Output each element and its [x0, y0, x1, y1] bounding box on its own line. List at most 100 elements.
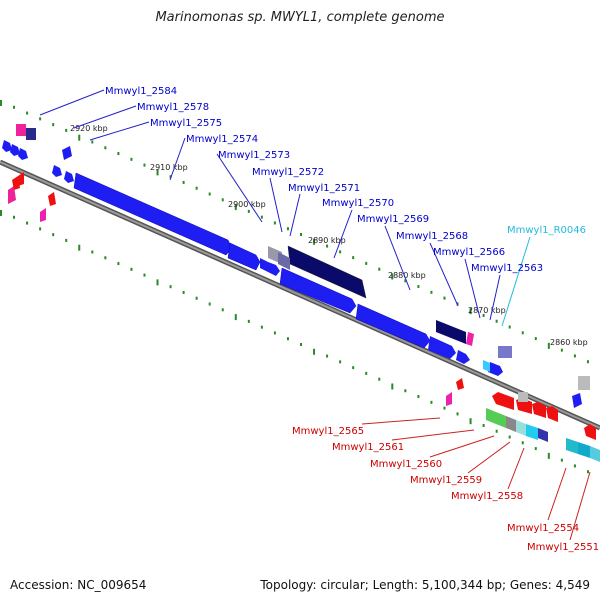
- tick-mark: [156, 279, 159, 286]
- gene-arrow[interactable]: [355, 303, 431, 349]
- gene-arrow[interactable]: [532, 402, 546, 418]
- gene-label[interactable]: Mmwyl1_2560: [370, 459, 442, 470]
- tick-mark: [404, 389, 407, 393]
- tick-mark: [508, 435, 511, 439]
- gene-label[interactable]: Mmwyl1_2561: [332, 442, 404, 453]
- gene-arrow[interactable]: [10, 144, 20, 156]
- gene-box[interactable]: [16, 124, 26, 136]
- gene-label[interactable]: Mmwyl1_2551: [527, 542, 599, 553]
- gene-arrow[interactable]: [64, 171, 74, 183]
- tick-mark: [300, 343, 302, 346]
- gene-box[interactable]: [466, 332, 474, 346]
- gene-arrow[interactable]: [488, 362, 503, 376]
- tick-mark: [573, 354, 576, 358]
- tick-mark: [339, 250, 342, 254]
- tick-mark: [221, 198, 224, 202]
- tick-mark: [247, 319, 250, 323]
- gene-box[interactable]: [506, 416, 516, 432]
- gene-box[interactable]: [578, 376, 590, 390]
- gene-label[interactable]: Mmwyl1_2563: [471, 263, 543, 274]
- scale-label: 2890 kbp: [308, 236, 346, 245]
- gene-label[interactable]: Mmwyl1_2573: [218, 150, 290, 161]
- gene-arrow[interactable]: [546, 406, 558, 422]
- gene-arrow[interactable]: [227, 242, 261, 271]
- reverse-genes: [8, 172, 600, 462]
- tick-mark: [78, 134, 81, 141]
- gene-box[interactable]: [26, 128, 36, 140]
- gene-box[interactable]: [518, 392, 528, 402]
- gene-label[interactable]: Mmwyl1_2572: [252, 167, 324, 178]
- gene-label[interactable]: Mmwyl1_2568: [396, 231, 468, 242]
- gene-arrow[interactable]: [73, 172, 233, 256]
- gene-arrow[interactable]: [446, 392, 452, 406]
- gene-arrow[interactable]: [483, 360, 490, 372]
- genome-backbone: [0, 159, 600, 431]
- tick-mark: [169, 285, 172, 289]
- gene-box[interactable]: [578, 442, 590, 458]
- leader-line: [169, 137, 186, 181]
- gene-label[interactable]: Mmwyl1_2559: [410, 475, 482, 486]
- gene-label[interactable]: Mmwyl1_2569: [357, 214, 429, 225]
- gene-label[interactable]: Mmwyl1_2570: [322, 198, 394, 209]
- gene-arrow[interactable]: [18, 148, 28, 160]
- gene-arrow[interactable]: [52, 165, 62, 177]
- tick-mark: [456, 412, 459, 416]
- rna-label[interactable]: Mmwyl1_R0046: [507, 225, 586, 236]
- gene-arrow[interactable]: [48, 192, 56, 206]
- leader-line: [501, 236, 531, 327]
- gene-arrow[interactable]: [260, 258, 268, 272]
- gene-arrow[interactable]: [456, 378, 464, 390]
- tick-mark: [91, 250, 94, 254]
- gene-label[interactable]: Mmwyl1_2566: [433, 247, 505, 258]
- leader-line: [89, 121, 150, 141]
- gene-label[interactable]: Mmwyl1_2554: [507, 523, 579, 534]
- gene-label[interactable]: Mmwyl1_2575: [150, 118, 222, 129]
- leader-line: [507, 447, 525, 490]
- gene-box[interactable]: [278, 252, 290, 270]
- tick-mark: [443, 406, 446, 410]
- gene-arrow[interactable]: [18, 172, 24, 186]
- tick-mark: [286, 227, 289, 231]
- tick-mark: [26, 111, 29, 115]
- gene-label[interactable]: Mmwyl1_2584: [105, 86, 177, 97]
- gene-label[interactable]: Mmwyl1_2565: [292, 426, 364, 437]
- gene-arrow[interactable]: [492, 392, 514, 410]
- tick-mark: [169, 175, 172, 179]
- tick-mark: [300, 233, 302, 236]
- gene-box[interactable]: [498, 346, 512, 358]
- tick-mark: [78, 244, 81, 251]
- gene-box[interactable]: [436, 320, 466, 344]
- gene-arrow[interactable]: [584, 424, 596, 440]
- gene-arrow[interactable]: [279, 267, 357, 314]
- gene-label[interactable]: Mmwyl1_2558: [451, 491, 523, 502]
- label-leaders: [39, 89, 591, 541]
- gene-arrow[interactable]: [268, 262, 280, 276]
- gene-box[interactable]: [516, 420, 526, 436]
- gene-arrow[interactable]: [8, 186, 16, 204]
- gene-label[interactable]: Mmwyl1_2578: [137, 102, 209, 113]
- gene-label[interactable]: Mmwyl1_2571: [288, 183, 360, 194]
- tick-mark: [182, 180, 185, 184]
- tick-mark: [508, 325, 511, 329]
- tick-mark: [560, 348, 563, 352]
- tick-mark: [13, 215, 16, 219]
- leader-line: [429, 435, 495, 458]
- gene-arrow[interactable]: [572, 393, 582, 408]
- gene-arrow[interactable]: [2, 140, 12, 152]
- gene-box[interactable]: [566, 438, 578, 454]
- tick-mark: [534, 337, 537, 341]
- gene-box[interactable]: [486, 408, 506, 428]
- gene-label[interactable]: Mmwyl1_2574: [186, 134, 258, 145]
- tick-mark: [547, 342, 550, 349]
- tick-mark: [313, 348, 316, 355]
- gene-box[interactable]: [590, 446, 600, 462]
- tick-mark: [352, 256, 355, 260]
- scale-label: 2910 kbp: [150, 163, 188, 172]
- gene-arrow[interactable]: [428, 336, 456, 359]
- gene-arrow[interactable]: [40, 208, 46, 222]
- gene-box[interactable]: [538, 428, 548, 442]
- gene-arrow[interactable]: [456, 350, 470, 364]
- tick-mark: [273, 221, 276, 225]
- gene-box[interactable]: [526, 424, 538, 440]
- gene-arrow[interactable]: [62, 146, 72, 160]
